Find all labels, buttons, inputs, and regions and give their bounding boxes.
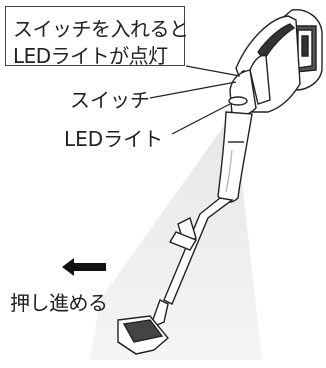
floor-nozzle <box>117 299 169 355</box>
callout-line-1: スイッチを入れると <box>13 17 189 41</box>
switch-label: スイッチ <box>70 88 150 112</box>
led-leader-line <box>171 103 231 135</box>
led-light <box>228 96 248 106</box>
push-forward-label: 押し進める <box>10 291 108 315</box>
extension-pipe <box>163 197 234 305</box>
dust-cup <box>217 111 253 203</box>
switch-leader-line <box>149 81 237 99</box>
callout-line-2: LEDライトが点灯 <box>13 44 168 68</box>
leader-lines <box>149 65 241 135</box>
left-arrow-icon <box>62 258 106 276</box>
callout-leader-line <box>185 65 241 77</box>
led-light-label: LEDライト <box>64 127 164 151</box>
callout-box: スイッチを入れると LEDライトが点灯 <box>5 6 189 68</box>
